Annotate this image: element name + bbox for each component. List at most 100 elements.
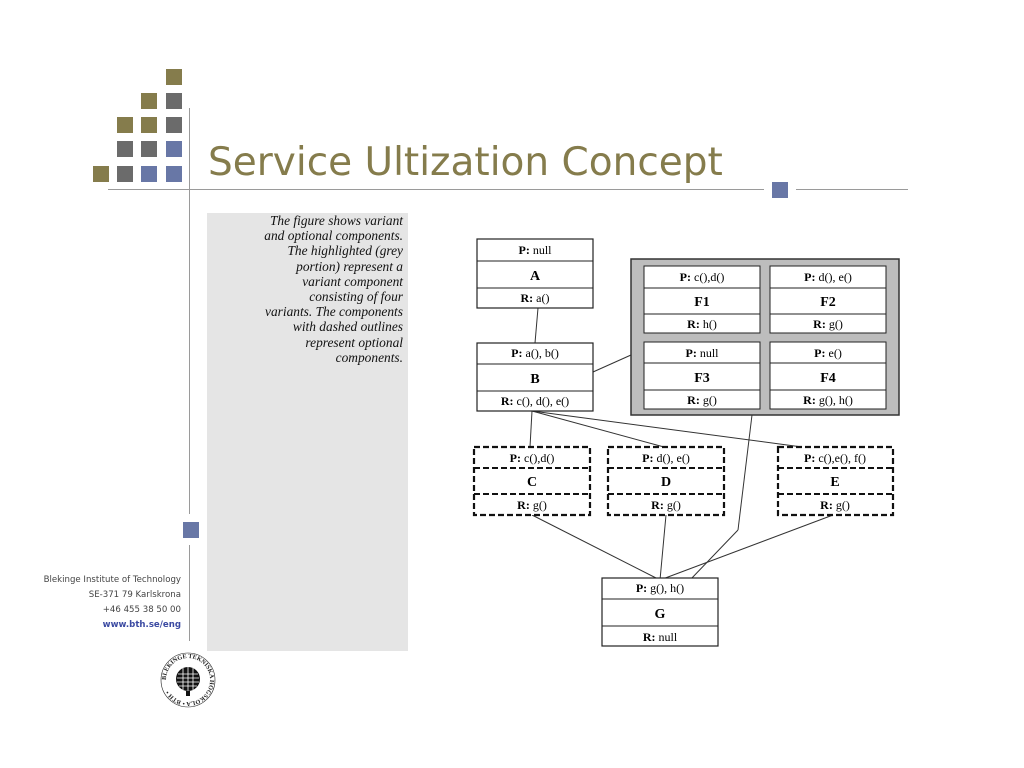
component-a-provides: null	[533, 243, 552, 257]
caption-line: represent optional	[305, 334, 403, 350]
component-f3-requires: g()	[703, 393, 717, 407]
component-a: P: null A R: a()	[476, 238, 594, 309]
component-f3-name: F3	[694, 371, 710, 386]
deco-square	[141, 166, 157, 182]
caption-line: variant component	[302, 273, 403, 289]
component-e-provides: c(),e(), f()	[818, 451, 866, 465]
svg-text:R: g(): R: g()	[517, 498, 547, 512]
svg-text:R: g(): R: g()	[651, 498, 681, 512]
component-e-name: E	[830, 475, 839, 490]
component-f4-name: F4	[820, 371, 836, 386]
p-label: P:	[519, 243, 530, 257]
svg-text:P: c(),e(), f(): P: c(),e(), f()	[804, 451, 866, 465]
vertical-rule	[189, 545, 190, 641]
connector-b-variant	[592, 354, 632, 373]
svg-text:P: d(), e(): P: d(), e()	[804, 270, 852, 284]
caption-line: with dashed outlines	[292, 319, 403, 335]
deco-square	[166, 117, 182, 133]
connector-b-c	[529, 410, 533, 448]
component-g: P: g(), h() G R: null	[601, 577, 719, 647]
r-label: R:	[501, 394, 514, 408]
component-f1-provides: c(),d()	[694, 270, 724, 284]
component-g-provides: g(), h()	[650, 581, 684, 595]
connector-b-e	[531, 410, 803, 448]
connector-c-g	[531, 514, 661, 581]
caption-line: consisting of four	[309, 289, 403, 305]
component-f2-provides: d(), e()	[819, 270, 852, 284]
deco-square	[141, 117, 157, 133]
component-f2: P: d(), e() F2 R: g()	[769, 265, 887, 334]
p-label: P:	[642, 451, 653, 465]
component-f1-name: F1	[694, 295, 710, 310]
svg-text:R: c(), d(), e(): R: c(), d(), e()	[501, 394, 569, 408]
caption-panel: The figure shows variant and optional co…	[207, 213, 408, 651]
r-label: R:	[687, 317, 700, 331]
caption-line: The highlighted (grey	[287, 243, 403, 259]
footer-web-link[interactable]: www.bth.se/eng	[102, 620, 181, 630]
component-f3: P: null F3 R: g()	[643, 341, 761, 410]
svg-text:P: null: P: null	[519, 243, 553, 257]
connector-b-d	[531, 410, 665, 448]
svg-text:P: a(), b(): P: a(), b()	[511, 346, 559, 360]
p-label: P:	[511, 346, 522, 360]
p-label: P:	[680, 270, 691, 284]
component-f2-name: F2	[820, 295, 836, 310]
component-c-requires: g()	[533, 498, 547, 512]
component-f1-requires: h()	[703, 317, 717, 331]
component-f4-requires: g(), h()	[819, 393, 853, 407]
component-f3-provides: null	[700, 346, 719, 360]
connector-e-g	[659, 514, 834, 581]
svg-text:R: g(): R: g()	[820, 498, 850, 512]
bth-logo: BLEKINGE TEKNISKA HÖGSKOLA • BTH •	[160, 652, 216, 708]
caption-line: The figure shows variant	[269, 213, 403, 228]
svg-text:P: c(),d(): P: c(),d()	[680, 270, 725, 284]
caption-text: The figure shows variant and optional co…	[213, 213, 403, 365]
horizontal-rule	[108, 189, 764, 190]
deco-square	[117, 166, 133, 182]
p-label: P:	[814, 346, 825, 360]
component-d-requires: g()	[667, 498, 681, 512]
r-label: R:	[687, 393, 700, 407]
horizontal-rule	[796, 189, 908, 190]
component-a-name: A	[530, 269, 541, 284]
p-label: P:	[804, 451, 815, 465]
component-d-provides: d(), e()	[657, 451, 690, 465]
r-label: R:	[643, 630, 656, 644]
r-label: R:	[651, 498, 664, 512]
p-label: P:	[804, 270, 815, 284]
deco-square	[117, 141, 133, 157]
r-label: R:	[517, 498, 530, 512]
component-b: P: a(), b() B R: c(), d(), e()	[476, 342, 594, 412]
deco-square	[166, 69, 182, 85]
deco-square	[93, 166, 109, 182]
svg-text:R: a(): R: a()	[521, 291, 550, 305]
connector-d-g	[659, 514, 667, 581]
svg-text:P: d(), e(): P: d(), e()	[642, 451, 690, 465]
svg-text:R: g(), h(): R: g(), h()	[803, 393, 853, 407]
r-label: R:	[521, 291, 534, 305]
component-c-name: C	[527, 475, 537, 490]
component-d-name: D	[661, 475, 671, 490]
r-label: R:	[813, 317, 826, 331]
deco-square	[166, 93, 182, 109]
p-label: P:	[510, 451, 521, 465]
component-e-requires: g()	[836, 498, 850, 512]
deco-square	[166, 166, 182, 182]
component-g-requires: null	[659, 630, 678, 644]
component-b-name: B	[530, 372, 539, 387]
r-label: R:	[820, 498, 833, 512]
component-f4-provides: e()	[829, 346, 842, 360]
component-f4: P: e() F4 R: g(), h()	[769, 341, 887, 410]
svg-text:R: h(): R: h()	[687, 317, 717, 331]
p-label: P:	[686, 346, 697, 360]
deco-square	[183, 522, 199, 538]
connectors	[529, 307, 834, 581]
component-a-requires: a()	[536, 291, 549, 305]
caption-line: variants. The components	[265, 304, 403, 320]
caption-line: and optional components.	[264, 228, 403, 244]
component-b-provides: a(), b()	[526, 346, 559, 360]
svg-text:P: g(), h(): P: g(), h()	[636, 581, 684, 595]
component-g-name: G	[655, 607, 666, 622]
component-f1: P: c(),d() F1 R: h()	[643, 265, 761, 334]
